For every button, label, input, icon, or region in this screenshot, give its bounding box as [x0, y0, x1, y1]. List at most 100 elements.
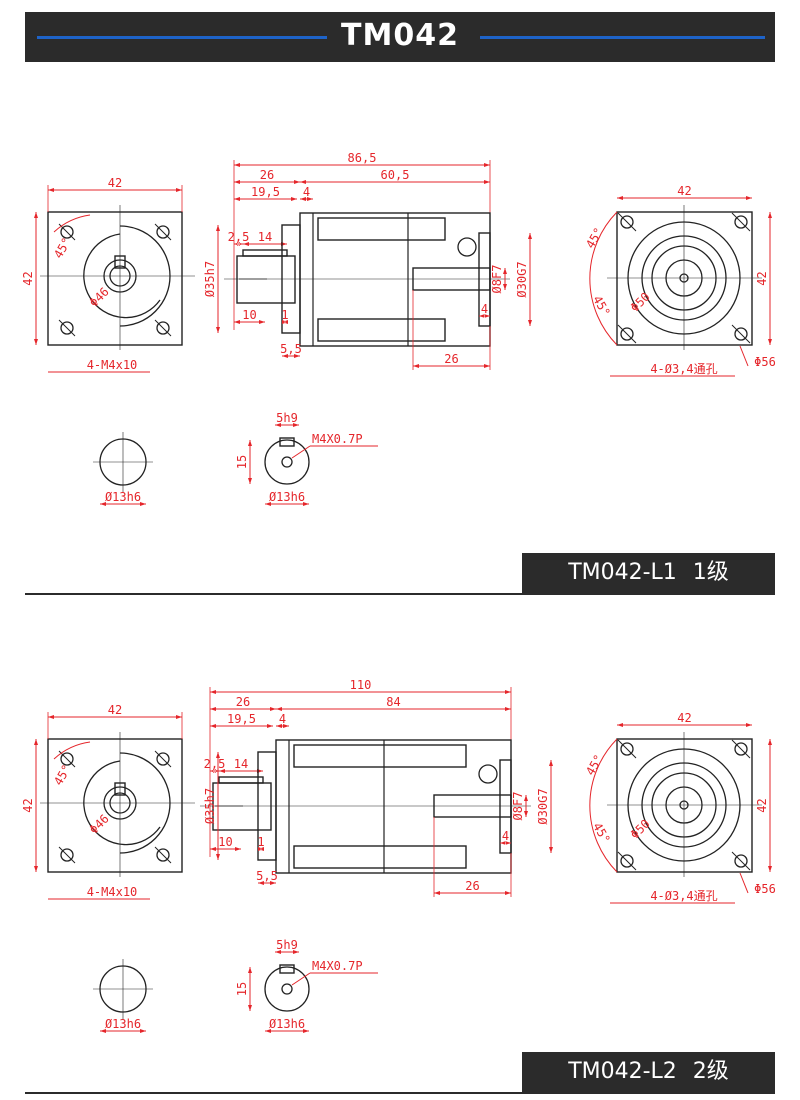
through-hole — [620, 215, 634, 229]
dimension-line — [739, 345, 749, 367]
rear-width-dim: 42 — [677, 184, 691, 198]
hole-crosshair — [731, 324, 751, 344]
bore-step-dim: 4 — [481, 302, 488, 316]
dimension-arrow — [282, 320, 288, 324]
model-label: TM042-L1 — [568, 560, 677, 585]
rear-angle-label-lower: 45° — [590, 820, 613, 846]
mounting-hole — [156, 752, 170, 766]
front-flange-outline — [47, 211, 183, 346]
flange-thickness-dim: 4 — [303, 185, 310, 199]
front-holes-label: 4-M4x10 — [87, 885, 138, 899]
thread-callout: M4X0.7P — [312, 959, 363, 973]
rear-flange-outline — [616, 738, 753, 873]
shaft-length-dim: 19,5 — [251, 185, 280, 199]
pilot-diameter-dim: Ø35h7 — [203, 261, 217, 297]
dimension-arrow — [234, 242, 243, 246]
dimension-line — [291, 972, 311, 986]
gearbox-body — [299, 212, 491, 347]
stage-label: 2级 — [692, 1059, 729, 1084]
hole-crosshair — [154, 223, 172, 241]
key-slot — [279, 964, 295, 974]
keyed-shaft-section — [264, 966, 310, 1012]
page-title: TM042 — [341, 18, 459, 53]
body-slot — [317, 217, 446, 241]
hole-crosshair — [58, 846, 76, 864]
step-dim: 1 — [257, 835, 264, 849]
front-height-dim: 42 — [21, 271, 35, 285]
angle-arc — [53, 741, 91, 760]
hole-crosshair — [617, 739, 637, 759]
stage-label: 1级 — [692, 560, 729, 585]
bore-diameter-dim: Ø8F7 — [511, 792, 525, 821]
front-boss-inner — [83, 760, 161, 846]
through-hole — [620, 327, 634, 341]
key-height-dim: 15 — [235, 982, 249, 996]
key-offset-dim: 2,5 — [204, 757, 226, 771]
hole-crosshair — [617, 851, 637, 871]
header-bar: TM042 — [25, 12, 775, 62]
through-hole — [734, 854, 748, 868]
plain-shaft-dia-dim: Ø13h6 — [105, 1017, 141, 1031]
through-hole — [734, 742, 748, 756]
dimension-arrow — [258, 847, 264, 851]
keyed-shaft-dia-dim: Ø13h6 — [269, 1017, 305, 1031]
shaft-to-flange-dim: 26 — [260, 168, 274, 182]
dimension-arrow — [479, 314, 490, 318]
front-angle-label: 45° — [51, 235, 74, 261]
input-setscrew-hole — [457, 237, 477, 257]
input-pilot — [478, 232, 491, 327]
rear-flange-outline — [616, 211, 753, 346]
angle-arc — [589, 738, 618, 873]
bore-length-dim: 26 — [465, 879, 479, 893]
keyed-shaft-dia-dim: Ø13h6 — [269, 490, 305, 504]
thread-depth-dim: 10 — [218, 835, 232, 849]
dimension-arrow — [282, 354, 300, 358]
rear-pcd-label: Φ50 — [628, 290, 653, 315]
dimension-arrow — [210, 769, 219, 773]
flange-thickness-dim: 4 — [279, 712, 286, 726]
angle-arc — [589, 211, 618, 346]
hole-crosshair — [154, 750, 172, 768]
hole-crosshair — [731, 739, 751, 759]
front-pcd-label: Φ46 — [87, 285, 112, 310]
hole-crosshair — [58, 319, 76, 337]
rear-pcd-label: Φ50 — [628, 817, 653, 842]
dimension-line — [739, 872, 749, 894]
section-divider — [25, 593, 775, 595]
bore-step-dim: 4 — [502, 829, 509, 843]
output-shaft — [236, 255, 296, 304]
front-width-dim: 42 — [108, 176, 122, 190]
rear-angle-label-upper: 45° — [583, 225, 606, 251]
dimension-arrow — [258, 881, 276, 885]
rear-height-dim: 42 — [755, 798, 769, 812]
shaft-to-flange-dim: 26 — [236, 695, 250, 709]
body-slot — [293, 744, 467, 768]
input-setscrew-hole — [478, 764, 498, 784]
mounting-hole — [156, 848, 170, 862]
front-flange-outline — [47, 738, 183, 873]
key-width-dim: 5h9 — [276, 938, 298, 952]
front-width-dim: 42 — [108, 703, 122, 717]
key-length-dim: 14 — [258, 230, 272, 244]
keyed-shaft-section — [264, 439, 310, 485]
front-angle-label: 45° — [51, 762, 74, 788]
front-height-dim: 42 — [21, 798, 35, 812]
through-hole — [620, 854, 634, 868]
mounting-hole — [60, 752, 74, 766]
body-slot — [293, 845, 467, 869]
mounting-hole — [156, 225, 170, 239]
hole-crosshair — [154, 319, 172, 337]
rear-angle-label-lower: 45° — [590, 293, 613, 319]
dimension-arrow — [503, 268, 507, 290]
rear-outer-dia-label: Φ56 — [754, 882, 776, 896]
mounting-hole — [60, 848, 74, 862]
plain-shaft-dia-dim: Ø13h6 — [105, 490, 141, 504]
key-height-dim: 15 — [235, 455, 249, 469]
